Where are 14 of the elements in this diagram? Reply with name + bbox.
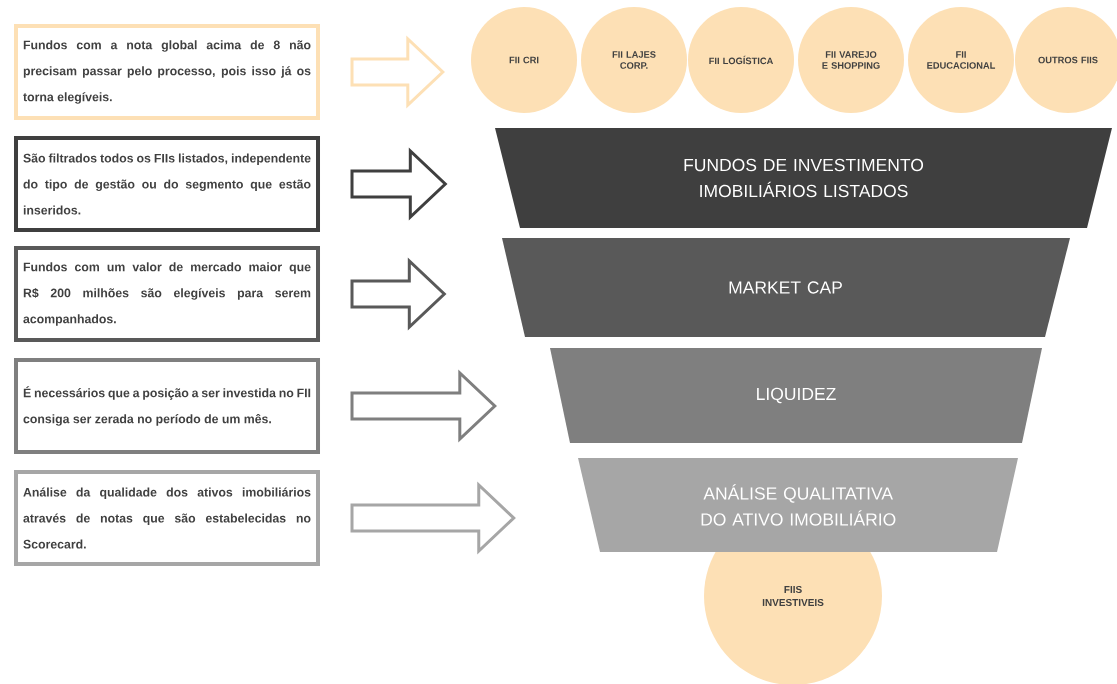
funnel-band: MARKET CAP: [502, 238, 1070, 337]
text-box: Fundos com um valor de mercado maior que R$ 200 milhões são elegíveis para serem acompanhados.: [14, 246, 320, 342]
block-arrow: [350, 147, 448, 221]
text-box: É necessários que a posição a ser investida no FII consiga ser zerada no período de um mês.: [14, 358, 320, 454]
text-box: Análise da qualidade dos ativos imobiliários através de notas que são estabelecidas no Scorecard.: [14, 470, 320, 566]
text-box: São filtrados todos os FIIs listados, independente do tipo de gestão ou do segmento que estão inseridos.: [14, 136, 320, 232]
funnel-band: LIQUIDEZ: [550, 348, 1042, 443]
block-arrow: [350, 369, 497, 443]
funnel-band: ANÁLISE QUALITATIVA DO ATIVO IMOBILIÁRIO: [578, 458, 1018, 552]
text-box: Fundos com a nota global acima de 8 não precisam passar pelo processo, pois isso já os torna elegíveis.: [14, 24, 320, 120]
block-arrow: [350, 35, 445, 109]
block-arrow: [350, 481, 516, 555]
funnel-band: FUNDOS DE INVESTIMENTO IMOBILIÁRIOS LISTADOS: [495, 128, 1112, 228]
block-arrow: [350, 257, 447, 331]
